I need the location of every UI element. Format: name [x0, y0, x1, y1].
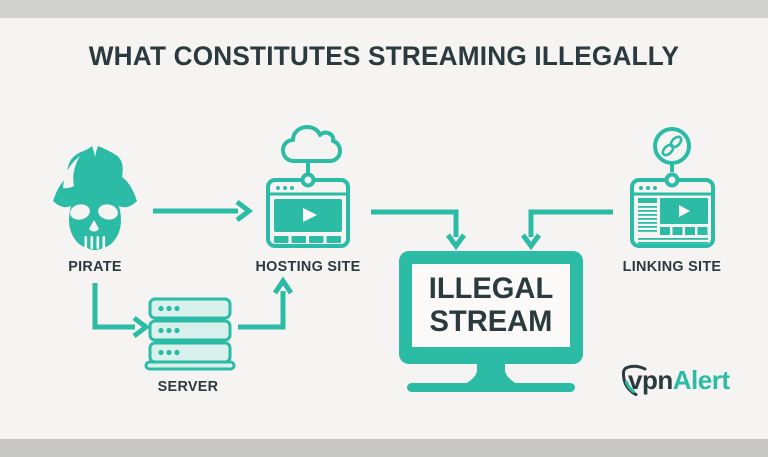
monitor-icon: [399, 251, 583, 392]
server-label: SERVER: [157, 378, 219, 395]
play-icon: [303, 208, 317, 222]
monitor-base: [407, 383, 575, 392]
play-icon: [679, 205, 690, 217]
hosting-site-icon: [266, 125, 350, 248]
arrow-server-to-hosting: [238, 276, 294, 330]
vpnalert-logo: vpnAlert: [619, 361, 730, 399]
pirate-skull-icon: [53, 146, 137, 250]
monitor-neck: [465, 364, 517, 384]
linking-site-icon: [630, 127, 715, 248]
monitor-screen: [412, 264, 570, 347]
link-icon: [661, 135, 683, 157]
illegal-stream-line1: ILLEGAL: [428, 272, 554, 305]
arrow-linking-to-stream: [520, 209, 613, 251]
illegal-stream-line2: STREAM: [429, 305, 553, 338]
arrow-pirate-to-hosting: [153, 200, 254, 222]
cloud-icon: [281, 125, 342, 163]
arrow-pirate-to-server: [92, 283, 151, 338]
linking-site-label: LINKING SITE: [622, 258, 722, 275]
arrow-hosting-to-stream: [371, 209, 467, 251]
right-eye: [98, 204, 118, 220]
hat-highlight: [63, 156, 80, 189]
bottom-border-bar: [0, 439, 768, 457]
hosting-site-label: HOSTING SITE: [255, 258, 361, 275]
left-eye: [70, 204, 90, 220]
vpnalert-logo-text: vpnAlert: [628, 364, 730, 396]
vpnalert-shield-icon: [621, 364, 647, 396]
pirate-label: PIRATE: [68, 258, 122, 275]
page-title: WHAT CONSTITUTES STREAMING ILLEGALLY: [88, 41, 680, 71]
server-icon: [144, 297, 236, 371]
logo-vpn-text: vpn: [628, 364, 673, 395]
connector-dot: [300, 172, 316, 188]
logo-alert-text: Alert: [672, 364, 730, 395]
nose: [89, 220, 99, 232]
top-border-bar: [0, 0, 768, 18]
illegal-stream-text: ILLEGAL STREAM: [414, 272, 567, 338]
connector-dot: [664, 172, 680, 188]
